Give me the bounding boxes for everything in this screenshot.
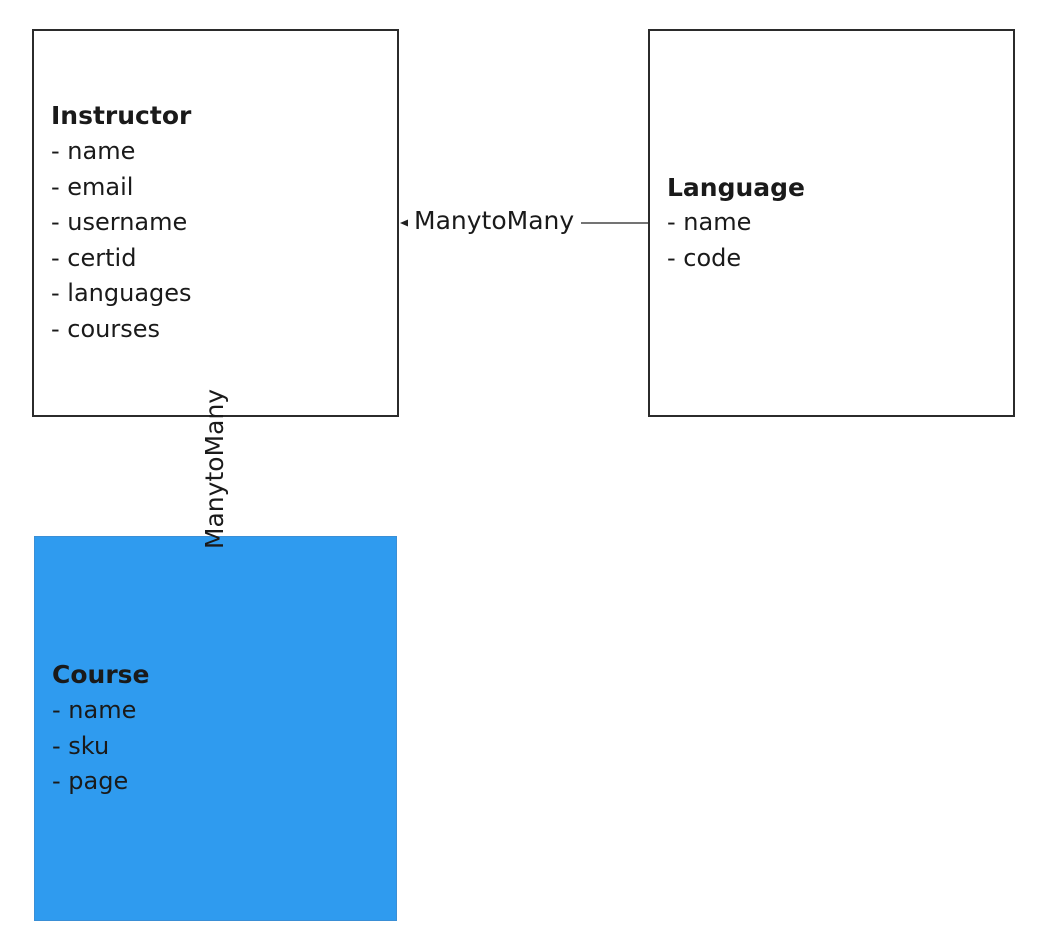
arrowhead-icon (400, 219, 408, 227)
entity-field-courses: - courses (51, 314, 161, 343)
entity-field-email: - email (51, 172, 134, 201)
entity-field-name: - name (52, 695, 137, 724)
relationship-label-instructor-language: ManytoMany (414, 206, 575, 235)
entity-instructor[interactable]: Instructor - name - email - username - c… (32, 29, 399, 417)
entity-course[interactable]: Course - name - sku - page (34, 536, 397, 921)
entity-field-page: - page (52, 767, 129, 796)
entity-title: Language (667, 172, 806, 202)
entity-field-username: - username (51, 208, 188, 237)
entity-field-name: - name (667, 208, 752, 237)
entity-field-code: - code (667, 243, 742, 272)
entity-field-languages: - languages (51, 279, 192, 308)
entity-title: Instructor (51, 101, 192, 131)
relationship-label-instructor-course: ManytoMany (200, 388, 229, 550)
entity-field-certid: - certid (51, 243, 137, 272)
entity-title: Course (52, 660, 150, 690)
entity-field-name: - name (51, 137, 136, 166)
entity-field-sku: - sku (52, 731, 110, 760)
entity-language[interactable]: Language - name - code (648, 29, 1015, 417)
